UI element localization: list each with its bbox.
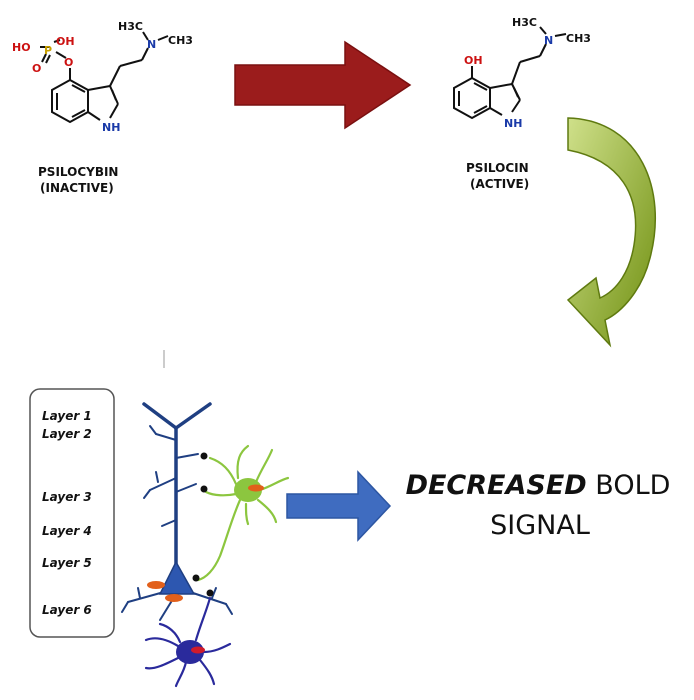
blue-interneuron bbox=[144, 596, 232, 688]
psilocin-state: (ACTIVE) bbox=[470, 177, 529, 191]
psilocybin-ho-label: HO bbox=[12, 41, 31, 54]
psilocin-ch3-left-label: H3C bbox=[512, 16, 537, 29]
psilocybin-o-double-label: O bbox=[32, 62, 41, 75]
psilocybin-structure bbox=[40, 31, 169, 124]
psilocybin-name: PSILOCYBIN bbox=[38, 165, 118, 179]
result-line-2: SIGNAL bbox=[490, 510, 590, 541]
psilocybin-ch3-left-label: H3C bbox=[118, 20, 143, 33]
synapse-dot bbox=[200, 452, 208, 460]
receptor-bottom bbox=[165, 594, 183, 602]
psilocybin-ch3-right-label: CH3 bbox=[168, 34, 193, 47]
result-emphasis: DECREASED bbox=[406, 470, 587, 501]
layer-3-label: Layer 3 bbox=[42, 490, 92, 504]
psilocybin-oh-label: OH bbox=[56, 35, 75, 48]
psilocybin-p-label: P bbox=[44, 44, 52, 57]
layer-5-label: Layer 5 bbox=[42, 556, 92, 570]
synapse-dot bbox=[192, 574, 200, 582]
psilocin-atom-labels: OH N H3C CH3 NH bbox=[464, 16, 591, 130]
cortical-layers-box bbox=[29, 388, 115, 638]
pyramidal-soma bbox=[158, 560, 196, 595]
psilocin-oh-label: OH bbox=[464, 54, 483, 67]
psilocybin-o-ester-label: O bbox=[64, 56, 73, 69]
green-interneuron-receptor bbox=[248, 484, 264, 492]
psilocin-structure bbox=[453, 26, 567, 120]
psilocybin-atom-labels: HO OH P O O N H3C CH3 NH bbox=[12, 20, 193, 134]
psilocybin-state: (INACTIVE) bbox=[40, 181, 114, 195]
psilocin-nh-label: NH bbox=[504, 117, 522, 130]
pyramidal-neuron bbox=[121, 402, 233, 621]
layer-2-label: Layer 2 bbox=[42, 427, 92, 441]
result-bold-word: BOLD bbox=[595, 470, 670, 501]
blue-result-arrow bbox=[286, 470, 392, 542]
psilocin-n-label: N bbox=[544, 34, 553, 47]
green-curved-arrow bbox=[566, 117, 657, 348]
receptor-left bbox=[147, 581, 165, 589]
red-conversion-arrow bbox=[234, 40, 412, 130]
blue-interneuron-receptor bbox=[191, 646, 205, 654]
green-interneuron bbox=[196, 444, 290, 582]
psilocybin-nh-label: NH bbox=[102, 121, 120, 134]
synapse-dot bbox=[206, 589, 214, 597]
layer-1-label: Layer 1 bbox=[42, 409, 92, 423]
psilocybin-n-label: N bbox=[147, 38, 156, 51]
synapse-dot bbox=[200, 485, 208, 493]
layer-6-label: Layer 6 bbox=[42, 603, 92, 617]
result-line-1: DECREASED BOLD bbox=[406, 470, 671, 501]
green-interneuron-soma bbox=[234, 478, 262, 502]
layer-4-label: Layer 4 bbox=[42, 524, 92, 538]
blue-interneuron-soma bbox=[176, 640, 204, 664]
psilocin-name: PSILOCIN bbox=[466, 161, 529, 175]
psilocin-ch3-right-label: CH3 bbox=[566, 32, 591, 45]
